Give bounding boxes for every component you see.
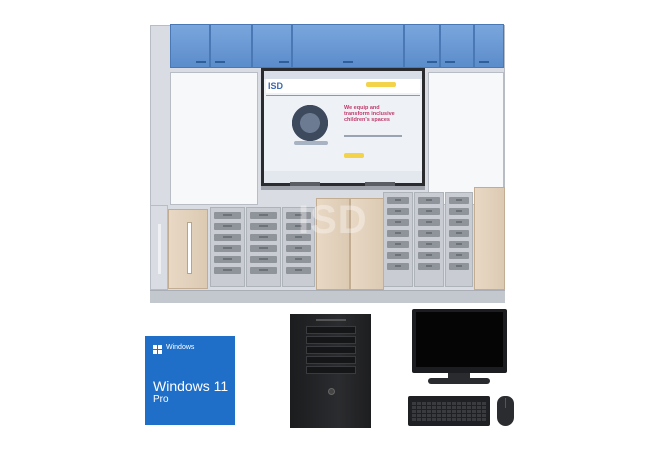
top-cabinet-door xyxy=(170,24,210,68)
tray-storage-column xyxy=(383,192,413,287)
monitor-screen xyxy=(416,312,503,367)
keyboard xyxy=(408,396,490,426)
website-hero-image xyxy=(286,105,334,145)
display-rail xyxy=(261,186,425,190)
windows-brand-label: Windows xyxy=(166,344,195,351)
cabinet-handle xyxy=(187,222,192,274)
tray-storage-column xyxy=(445,192,473,287)
website-logo: ISD xyxy=(268,81,284,91)
monitor-stand-neck xyxy=(448,373,470,379)
browser-bar xyxy=(264,71,422,79)
desktop-tower-pc xyxy=(290,314,371,428)
top-cabinet-door xyxy=(474,24,504,68)
power-button-icon xyxy=(328,388,335,395)
website-headline: We equip and transform inclusive childre… xyxy=(344,105,395,123)
wood-cabinet-door xyxy=(168,209,208,289)
right-whiteboard-panel xyxy=(428,72,504,205)
drive-bay xyxy=(306,346,356,354)
windows-11-pro-box: Windows Windows 11 Pro xyxy=(145,336,235,425)
top-cabinet-door xyxy=(440,24,474,68)
drive-bay xyxy=(306,326,356,334)
windows-logo-icon xyxy=(153,345,163,355)
classroom-furniture-unit: ISD We equip and transform inclusive chi… xyxy=(150,22,505,303)
display-speaker xyxy=(290,182,320,186)
tray-storage-column xyxy=(246,207,281,287)
mouse xyxy=(497,396,514,426)
tray-storage-column xyxy=(210,207,245,287)
wood-cabinet-door xyxy=(316,198,350,290)
drive-bay xyxy=(306,336,356,344)
left-whiteboard-panel xyxy=(170,72,258,205)
website-cta-button xyxy=(344,153,364,158)
top-cabinet-door xyxy=(292,24,404,68)
side-panel xyxy=(150,205,168,290)
top-cabinet-door xyxy=(210,24,252,68)
unit-plinth xyxy=(150,290,505,303)
watermark-logo: ISD xyxy=(298,198,368,242)
computer-monitor xyxy=(412,309,507,373)
top-cabinet-door xyxy=(252,24,292,68)
tower-brand-strip xyxy=(316,319,346,321)
website-footer xyxy=(264,171,422,183)
monitor-stand-base xyxy=(428,378,490,384)
interactive-display: ISD We equip and transform inclusive chi… xyxy=(261,68,425,186)
header-button xyxy=(366,82,396,87)
display-speaker xyxy=(365,182,395,186)
windows-product-name: Windows 11 xyxy=(153,378,229,394)
drive-bay xyxy=(306,366,356,374)
wood-cabinet-door xyxy=(474,187,505,290)
website-text-line xyxy=(344,135,402,137)
side-vent xyxy=(158,224,161,274)
website-header: ISD xyxy=(266,79,420,93)
display-screen: ISD We equip and transform inclusive chi… xyxy=(264,71,422,183)
website-nav-line xyxy=(266,95,420,96)
wood-cabinet-door xyxy=(350,198,384,290)
top-cabinet-door xyxy=(404,24,440,68)
windows-edition: Pro xyxy=(153,394,169,405)
website-hero-shadow xyxy=(294,141,328,145)
drive-bay xyxy=(306,356,356,364)
tray-storage-column xyxy=(282,207,315,287)
tray-storage-column xyxy=(414,192,444,287)
